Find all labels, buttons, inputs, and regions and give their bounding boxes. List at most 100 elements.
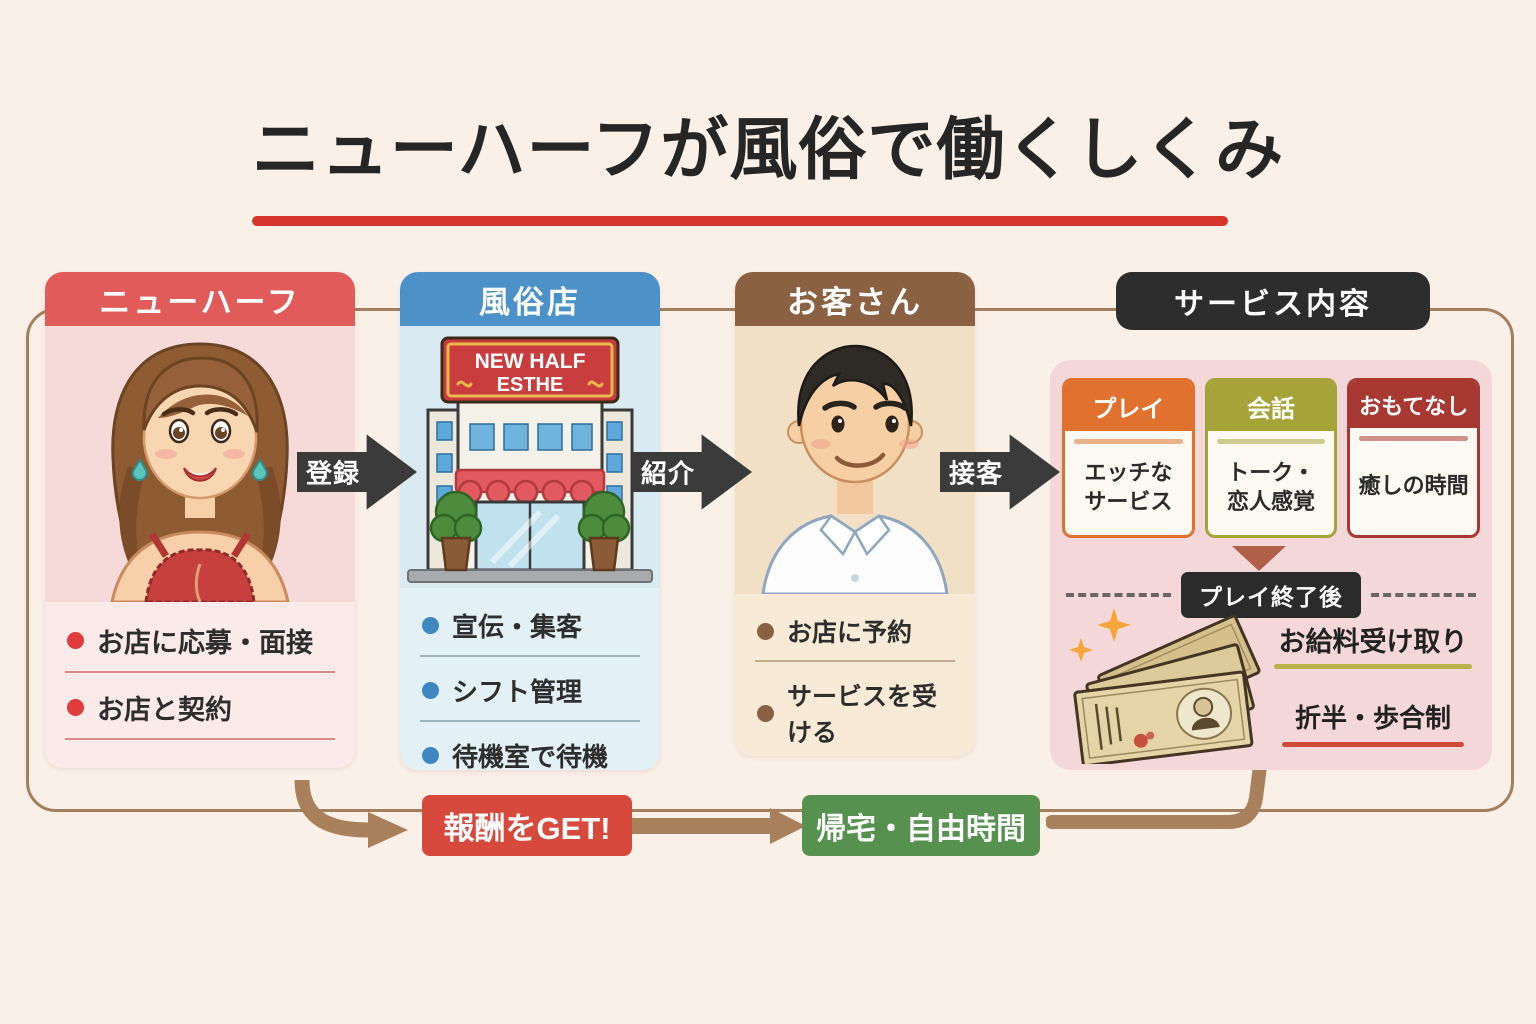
curved-arrow-to-reward bbox=[294, 779, 408, 848]
after-play-row: プレイ終了後 bbox=[1066, 572, 1476, 618]
flow-arrow-register: 登録 bbox=[297, 432, 417, 512]
list-item: お店と契約 bbox=[65, 673, 335, 740]
salary-receive-text: お給料受け取り bbox=[1278, 627, 1468, 657]
arrowhead-icon bbox=[770, 808, 806, 844]
card-newhalf: ニューハーフ bbox=[45, 272, 355, 768]
man-blush-left bbox=[811, 439, 831, 449]
arrow-label: 登録 bbox=[305, 458, 360, 489]
building-front-windows bbox=[469, 423, 593, 451]
service-card-play: プレイ エッチな サービス bbox=[1062, 378, 1195, 538]
money-illustration bbox=[1069, 608, 1261, 764]
after-play-badge: プレイ終了後 bbox=[1181, 572, 1361, 618]
woman-teeth bbox=[189, 470, 211, 476]
shop-building-illustration: NEW HALF ESTHE bbox=[407, 336, 653, 583]
woman-bangs-sweep bbox=[158, 394, 248, 418]
salary-split-text: 折半・歩合制 bbox=[1294, 703, 1451, 733]
glass-reflection bbox=[489, 509, 561, 569]
shop-sign-board bbox=[440, 336, 620, 404]
arrow-reward-to-home bbox=[628, 808, 806, 844]
bullet-icon bbox=[757, 704, 774, 722]
woman-bangs bbox=[142, 356, 259, 433]
woman-illustration bbox=[110, 342, 290, 602]
service-card-talk: 会話 トーク・ 恋人感覚 bbox=[1204, 378, 1338, 538]
list-item: サービスを受ける bbox=[755, 662, 955, 756]
man-eyebrow-right bbox=[873, 400, 908, 411]
woman-bra bbox=[144, 548, 256, 602]
card-newhalf-header: ニューハーフ bbox=[45, 272, 355, 326]
list-item-label: サービスを受ける bbox=[787, 683, 938, 747]
woman-blush-right bbox=[223, 449, 245, 459]
sidewalk bbox=[407, 569, 653, 583]
woman-bra-straps bbox=[149, 532, 251, 558]
salary-split-underline bbox=[1282, 742, 1464, 747]
man-eye-highlight-left bbox=[838, 419, 842, 423]
woman-eyebrow-left bbox=[161, 407, 196, 417]
sparkle-icon bbox=[1097, 608, 1131, 642]
list-item-label: シフト管理 bbox=[452, 677, 583, 707]
bullet-icon bbox=[422, 747, 439, 764]
home-box: 帰宅・自由時間 bbox=[802, 795, 1040, 856]
list-item-label: 宣伝・集客 bbox=[452, 612, 583, 642]
list-item: 待機室で待機 bbox=[420, 722, 640, 770]
service-card-desc: 癒しの時間 bbox=[1358, 472, 1469, 498]
list-item-label: 待機室で待機 bbox=[452, 742, 609, 770]
woman-iris-right bbox=[215, 427, 227, 439]
service-card-rule bbox=[1359, 436, 1469, 441]
list-item-label: お店に予約 bbox=[787, 619, 913, 647]
service-card-desc: トーク・ 恋人感覚 bbox=[1227, 459, 1316, 514]
shop-sign-line2: ESTHE bbox=[497, 374, 564, 396]
man-eye-highlight-right bbox=[892, 419, 896, 423]
woman-earring-right bbox=[251, 458, 268, 482]
bullet-icon bbox=[757, 622, 774, 640]
tab-service-header: サービス内容 bbox=[1116, 272, 1430, 330]
title-underline bbox=[252, 216, 1228, 226]
woman-iris-left bbox=[173, 427, 185, 439]
man-collar-right bbox=[853, 514, 891, 557]
bullet-icon bbox=[422, 682, 439, 699]
woman-blush-left bbox=[155, 449, 177, 459]
man-eye-left bbox=[831, 415, 845, 433]
woman-eye-highlight-left bbox=[179, 428, 183, 432]
shirt-button bbox=[851, 574, 859, 582]
newhalf-task-list: お店に応募・面接 お店と契約 bbox=[45, 602, 355, 768]
man-smile bbox=[834, 452, 886, 468]
man-eye-right bbox=[885, 415, 899, 433]
reward-box: 報酬をGET! bbox=[422, 795, 632, 856]
man-shirt bbox=[761, 514, 949, 594]
service-card-desc: エッチな サービス bbox=[1084, 459, 1173, 514]
arrow-label: 紹介 bbox=[640, 458, 695, 489]
flow-arrow-serve: 接客 bbox=[940, 432, 1060, 512]
man-collar-left bbox=[819, 514, 857, 557]
man-blush-right bbox=[899, 439, 919, 449]
woman-lips bbox=[183, 467, 217, 482]
card-shop: 風俗店 bbox=[400, 272, 660, 770]
banknote-front bbox=[1073, 670, 1254, 764]
woman-eye-highlight-right bbox=[221, 428, 225, 432]
list-item: 宣伝・集客 bbox=[420, 592, 640, 657]
list-item-label: お店に応募・面接 bbox=[97, 628, 313, 658]
arrowhead-icon bbox=[368, 812, 408, 848]
list-item: お店に予約 bbox=[755, 598, 955, 662]
shop-awning-scallops bbox=[457, 479, 595, 505]
dash-line-right bbox=[1371, 593, 1476, 597]
salary-receive-underline bbox=[1274, 664, 1472, 669]
arrow-label: 接客 bbox=[948, 458, 1003, 489]
service-card-title: プレイ bbox=[1065, 381, 1192, 431]
service-card-title: 会話 bbox=[1207, 381, 1335, 431]
bullet-icon bbox=[422, 617, 439, 634]
bullet-icon bbox=[67, 632, 84, 649]
tree-right bbox=[577, 490, 631, 572]
flow-arrow-introduce: 紹介 bbox=[632, 432, 752, 512]
woman-hair-strand-left bbox=[119, 466, 146, 592]
dash-line-left bbox=[1066, 593, 1171, 597]
shop-illustration-area: NEW HALF ESTHE bbox=[400, 326, 660, 588]
card-customer: お客さん bbox=[735, 272, 975, 756]
tree-left bbox=[429, 490, 483, 572]
service-card-rule bbox=[1074, 439, 1183, 444]
list-item-label: お店と契約 bbox=[97, 695, 232, 725]
card-customer-header: お客さん bbox=[735, 272, 975, 326]
sparkle-icon bbox=[1069, 638, 1093, 662]
shop-sign-line1: NEW HALF bbox=[475, 350, 586, 373]
shop-task-list: 宣伝・集客 シフト管理 待機室で待機 bbox=[400, 588, 660, 770]
